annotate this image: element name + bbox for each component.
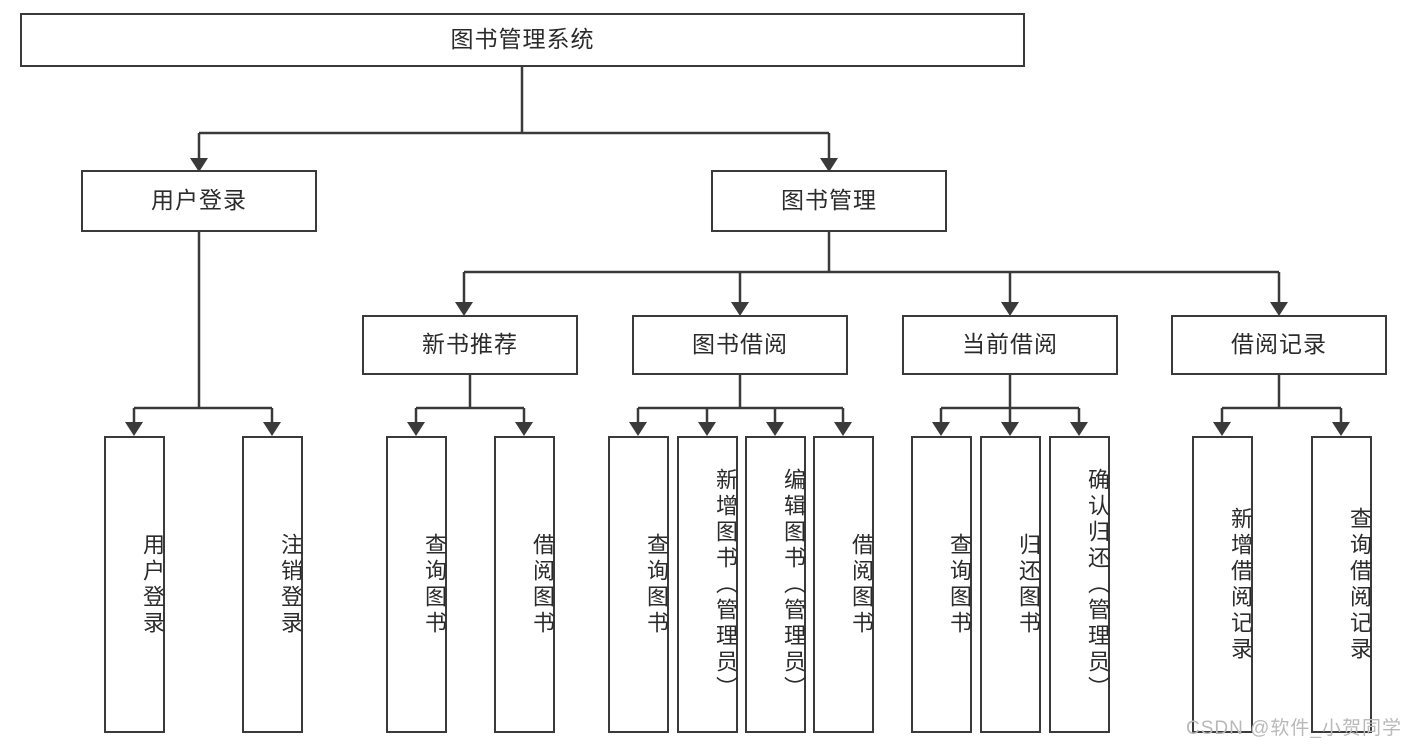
node-user-login[interactable]: 用户登录 <box>81 170 317 232</box>
leaf-return-book[interactable]: 归还图书 <box>980 436 1041 733</box>
node-current-borrow-label: 当前借阅 <box>962 331 1058 358</box>
node-root[interactable]: 图书管理系统 <box>20 13 1025 67</box>
node-book-borrow-label: 图书借阅 <box>692 331 788 358</box>
node-user-login-label: 用户登录 <box>151 187 247 214</box>
leaf-add-book[interactable]: 新增图书（管理员） <box>677 436 738 733</box>
leaf-confirm-return[interactable]: 确认归还（管理员） <box>1049 436 1110 733</box>
node-borrow-record[interactable]: 借阅记录 <box>1171 315 1387 375</box>
leaf-confirm-return-label: 确认归还（管理员） <box>1085 467 1110 702</box>
leaf-query-book-3[interactable]: 查询图书 <box>911 436 972 733</box>
leaf-borrow-book-1[interactable]: 借阅图书 <box>494 436 555 733</box>
leaf-query-book-1[interactable]: 查询图书 <box>386 436 447 733</box>
node-current-borrow[interactable]: 当前借阅 <box>902 315 1118 375</box>
leaf-logout-login[interactable]: 注销登录 <box>242 436 303 733</box>
leaf-edit-book[interactable]: 编辑图书（管理员） <box>745 436 806 733</box>
leaf-add-borrow-record-label: 新增借阅记录 <box>1228 506 1253 663</box>
leaf-add-borrow-record[interactable]: 新增借阅记录 <box>1192 436 1253 733</box>
leaf-query-borrow-record-label: 查询借阅记录 <box>1347 506 1372 663</box>
node-borrow-record-label: 借阅记录 <box>1231 331 1327 358</box>
node-new-book-recommend[interactable]: 新书推荐 <box>362 315 578 375</box>
leaf-query-borrow-record[interactable]: 查询借阅记录 <box>1311 436 1372 733</box>
node-book-management[interactable]: 图书管理 <box>711 170 947 232</box>
leaf-borrow-book-2[interactable]: 借阅图书 <box>813 436 874 733</box>
leaf-query-book-3-label: 查询图书 <box>947 532 972 637</box>
node-book-management-label: 图书管理 <box>781 187 877 214</box>
leaf-return-book-label: 归还图书 <box>1016 532 1041 637</box>
leaf-query-book-1-label: 查询图书 <box>422 532 447 637</box>
leaf-add-book-label: 新增图书（管理员） <box>713 467 738 702</box>
leaf-logout-login-label: 注销登录 <box>278 532 303 637</box>
node-root-label: 图书管理系统 <box>450 26 595 53</box>
node-new-book-recommend-label: 新书推荐 <box>422 331 518 358</box>
leaf-edit-book-label: 编辑图书（管理员） <box>781 467 806 702</box>
leaf-borrow-book-1-label: 借阅图书 <box>530 532 555 637</box>
leaf-user-login[interactable]: 用户登录 <box>104 436 165 733</box>
leaf-borrow-book-2-label: 借阅图书 <box>849 532 874 637</box>
leaf-query-book-2[interactable]: 查询图书 <box>608 436 669 733</box>
leaf-user-login-label: 用户登录 <box>140 532 165 637</box>
leaf-query-book-2-label: 查询图书 <box>644 532 669 637</box>
node-book-borrow[interactable]: 图书借阅 <box>632 315 848 375</box>
